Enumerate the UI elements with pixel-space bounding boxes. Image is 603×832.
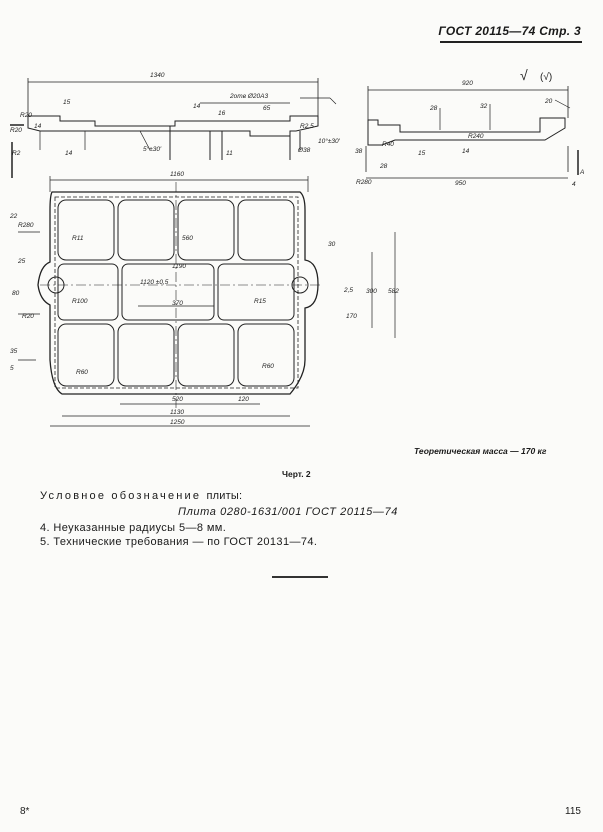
page-header: ГОСТ 20115—74 Стр. 3: [438, 24, 581, 38]
dim-r25: R2,5: [300, 123, 314, 130]
dim-120: 120: [238, 396, 249, 403]
dim-r2: R2: [12, 150, 21, 157]
technical-drawing: 1340 920 15 14 2отв Ø20A3 16 65 10°±30′ …: [9, 67, 584, 427]
dim-520: 520: [172, 396, 183, 403]
dim-1340: 1340: [150, 72, 165, 79]
dim-5: 5: [10, 365, 14, 372]
page-mark-left: 8*: [20, 806, 30, 817]
dimension-labels: 1340 920 15 14 2отв Ø20A3 16 65 10°±30′ …: [9, 67, 584, 426]
dim-38: 38: [355, 148, 363, 155]
dim-20: 20: [544, 98, 553, 105]
roughness-mark: √: [520, 67, 528, 83]
dim-28: 28: [429, 105, 438, 112]
section-view-right: [367, 117, 566, 146]
plate-outline: [37, 191, 319, 395]
dim-32: 32: [480, 103, 488, 110]
dim-920: 920: [462, 80, 473, 87]
dim-angle-5: 5°±30′: [143, 145, 162, 153]
dim-14b: 14: [65, 150, 73, 157]
dim-r20b: R20: [10, 127, 22, 134]
note-4: 4. Неуказанные радиусы 5—8 мм.: [40, 522, 227, 534]
dim-14: 14: [193, 103, 201, 110]
page-number: 115: [565, 806, 581, 817]
dim-1130: 1130: [170, 409, 184, 416]
dim-holes: 2отв Ø20A3: [229, 93, 268, 100]
dim-25b: 2,5: [343, 287, 353, 294]
figure-caption: Черт. 2: [282, 469, 311, 479]
header-rule: [440, 41, 582, 43]
dim-r60b: R60: [262, 363, 274, 370]
dim-28r: 28: [379, 163, 388, 170]
dim-a: A: [579, 169, 584, 176]
dim-r11: R11: [72, 235, 84, 242]
dim-80: 80: [12, 290, 20, 297]
dim-25: 25: [17, 258, 26, 265]
dim-560: 560: [182, 235, 193, 242]
dim-30: 30: [328, 241, 336, 248]
dim-r20-left: R20: [20, 112, 32, 119]
designation-label: Условное обозначение: [40, 490, 202, 502]
dim-22: 22: [9, 213, 18, 220]
dim-14c: 14: [34, 123, 42, 130]
dim-1120: 1120 ±0,5: [140, 279, 169, 286]
dim-11: 11: [226, 150, 233, 157]
dim-r280-r: R280: [356, 179, 372, 186]
plate-cells: [57, 199, 295, 387]
dim-1250: 1250: [170, 419, 185, 426]
dim-r280: R280: [18, 222, 34, 229]
designation-line: Условное обозначение плиты:: [40, 490, 242, 502]
dim-d38: Ø38: [297, 147, 311, 154]
dim-r60a: R60: [76, 369, 88, 376]
page-number-header: Стр. 3: [539, 24, 581, 38]
dim-1160: 1160: [170, 171, 184, 178]
section-view-left: [27, 115, 319, 137]
dim-r240: R240: [468, 133, 484, 140]
designation-code: Плита 0280-1631/001 ГОСТ 20115—74: [178, 506, 398, 518]
dim-4: 4: [572, 181, 576, 188]
dim-r15: R15: [254, 298, 266, 305]
dim-65: 65: [263, 105, 271, 112]
mass-note: Теоретическая масса — 170 кг: [414, 446, 547, 456]
dim-r40: R40: [382, 141, 394, 148]
dim-1190: 1190: [172, 263, 186, 270]
dim-15r: 15: [418, 150, 426, 157]
dim-300: 300: [366, 288, 377, 295]
dim-35: 35: [10, 348, 18, 355]
dim-170: 170: [346, 313, 357, 320]
dim-16: 16: [218, 110, 226, 117]
roughness-mark-bracket: (√): [540, 71, 552, 83]
designation-word: плиты:: [206, 490, 243, 502]
dim-angle-10: 10°±30′: [318, 137, 341, 145]
dim-15: 15: [63, 99, 71, 106]
dim-14r: 14: [462, 148, 470, 155]
dim-950: 950: [455, 180, 466, 187]
dim-r20: R20: [22, 313, 34, 320]
dim-r100: R100: [72, 298, 88, 305]
dim-582: 582: [388, 288, 399, 295]
note-5: 5. Технические требования — по ГОСТ 2013…: [40, 536, 318, 548]
standard-number: ГОСТ 20115—74: [438, 24, 536, 38]
dim-370: 370: [172, 300, 183, 307]
separator-line: [272, 576, 328, 578]
